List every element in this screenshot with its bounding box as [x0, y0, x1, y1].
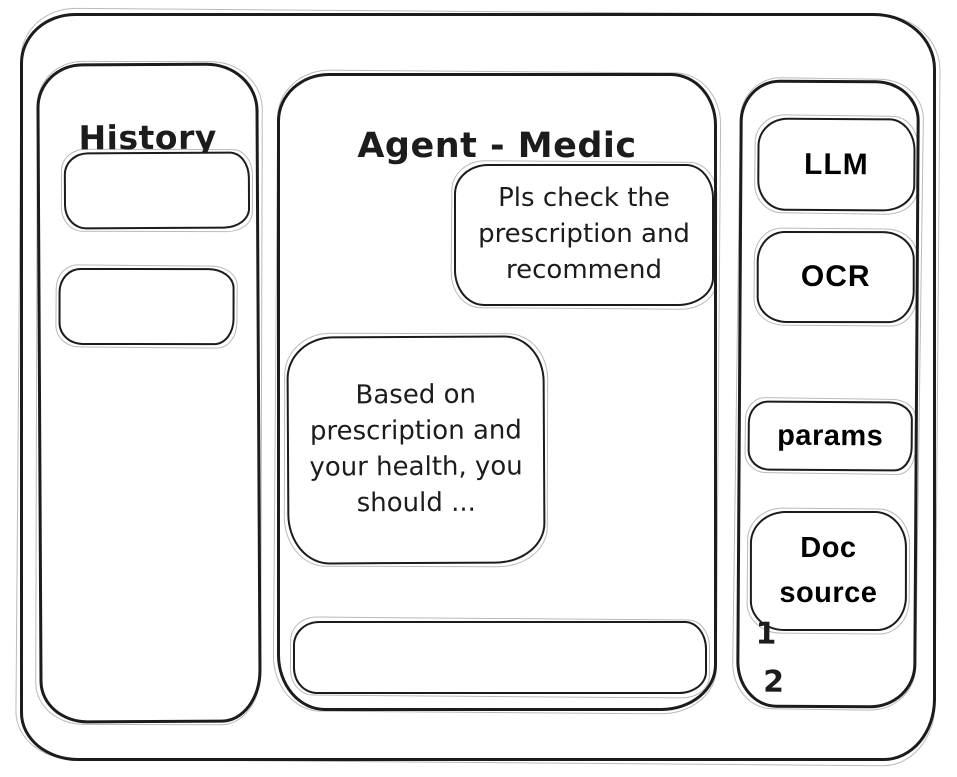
history-item[interactable] [58, 267, 235, 346]
assistant-message-bubble: Based on prescription and your health, y… [286, 335, 546, 565]
llm-button[interactable]: LLM [757, 117, 916, 212]
doc-source-button[interactable]: Doc source [749, 510, 907, 632]
ocr-button[interactable]: OCR [756, 230, 915, 324]
chat-input[interactable] [295, 623, 705, 692]
doc-source-item-1[interactable]: 1 [755, 616, 777, 652]
params-button[interactable]: params [747, 400, 913, 472]
chat-title: Agent - Medic [357, 126, 637, 167]
user-message-bubble: Pls check the prescription and recommend [454, 164, 714, 306]
tools-panel: LLM OCR params Doc source 1 2 [736, 79, 920, 709]
chat-input-box [293, 621, 707, 694]
assistant-message-text: Based on prescription and your health, y… [309, 379, 523, 519]
history-item[interactable] [63, 151, 251, 230]
user-message-text: Pls check the prescription and recommend [478, 183, 690, 285]
chat-panel: Agent - Medic Pls check the prescription… [277, 73, 717, 711]
doc-source-item-2[interactable]: 2 [763, 664, 785, 700]
history-panel: History [36, 62, 262, 724]
